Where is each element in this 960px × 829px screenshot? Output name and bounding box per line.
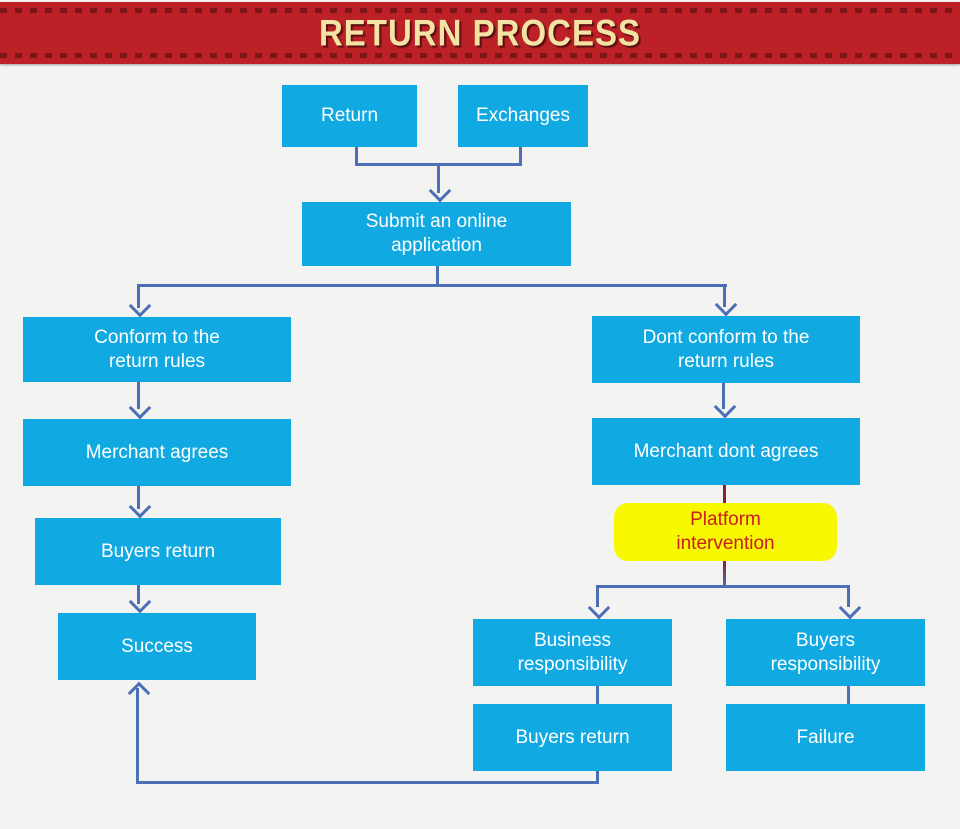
connector-to-submit xyxy=(437,163,440,193)
node-exchanges: Exchanges xyxy=(458,85,588,147)
arrow-down-icon xyxy=(587,596,611,620)
node-return: Return xyxy=(282,85,417,147)
banner-dashed-line-bottom xyxy=(0,53,960,58)
node-platform-intervention: Platform intervention xyxy=(614,503,837,561)
connector-to-business-responsibility xyxy=(596,585,599,607)
connector-buyers-return-to-success xyxy=(137,585,140,604)
connector-submit-down xyxy=(436,266,439,287)
connector-conform-to-merchant-agrees xyxy=(137,382,140,409)
header-banner: RETURN PROCESS xyxy=(0,2,960,64)
connector-buyers-resp-to-failure xyxy=(847,686,850,704)
connector-loop-horizontal xyxy=(136,781,599,784)
node-dont-conform-to-return-rules: Dont conform to the return rules xyxy=(592,316,860,383)
connector-split-right-down xyxy=(723,284,726,307)
arrow-down-icon xyxy=(128,495,152,519)
connector-exchanges-down xyxy=(519,147,522,165)
arrow-up-icon xyxy=(127,681,151,705)
node-buyers-return-bottom: Buyers return xyxy=(473,704,672,771)
connector-platform-split-horizontal xyxy=(596,585,850,588)
connector-dont-conform-to-merchant-dont xyxy=(722,383,725,409)
node-submit-online-application: Submit an online application xyxy=(302,202,571,266)
banner-dashed-line-top xyxy=(0,8,960,13)
node-conform-to-return-rules: Conform to the return rules xyxy=(23,317,291,382)
connector-split-left-down xyxy=(137,284,140,308)
connector-loop-up xyxy=(136,688,139,784)
connector-platform-down xyxy=(723,561,726,587)
node-buyers-return-left: Buyers return xyxy=(35,518,281,585)
connector-merchant-dont-to-platform xyxy=(723,485,726,503)
arrow-down-icon xyxy=(128,294,152,318)
arrow-down-icon xyxy=(428,179,452,203)
connector-merchant-agrees-to-buyers-return xyxy=(137,486,140,509)
connector-business-to-buyers-return xyxy=(596,686,599,704)
arrow-down-icon xyxy=(713,395,737,419)
arrow-down-icon xyxy=(128,396,152,420)
node-merchant-dont-agrees: Merchant dont agrees xyxy=(592,418,860,485)
node-business-responsibility: Business responsibility xyxy=(473,619,672,686)
node-buyers-responsibility: Buyers responsibility xyxy=(726,619,925,686)
connector-return-down xyxy=(355,147,358,165)
node-success: Success xyxy=(58,613,256,680)
arrow-down-icon xyxy=(128,590,152,614)
node-merchant-agrees: Merchant agrees xyxy=(23,419,291,486)
page-title: RETURN PROCESS xyxy=(318,11,642,54)
arrow-down-icon xyxy=(838,596,862,620)
node-failure: Failure xyxy=(726,704,925,771)
connector-loop-down xyxy=(596,771,599,784)
connector-to-buyers-responsibility xyxy=(847,585,850,607)
arrow-down-icon xyxy=(714,293,738,317)
connector-split-horizontal xyxy=(137,284,727,287)
